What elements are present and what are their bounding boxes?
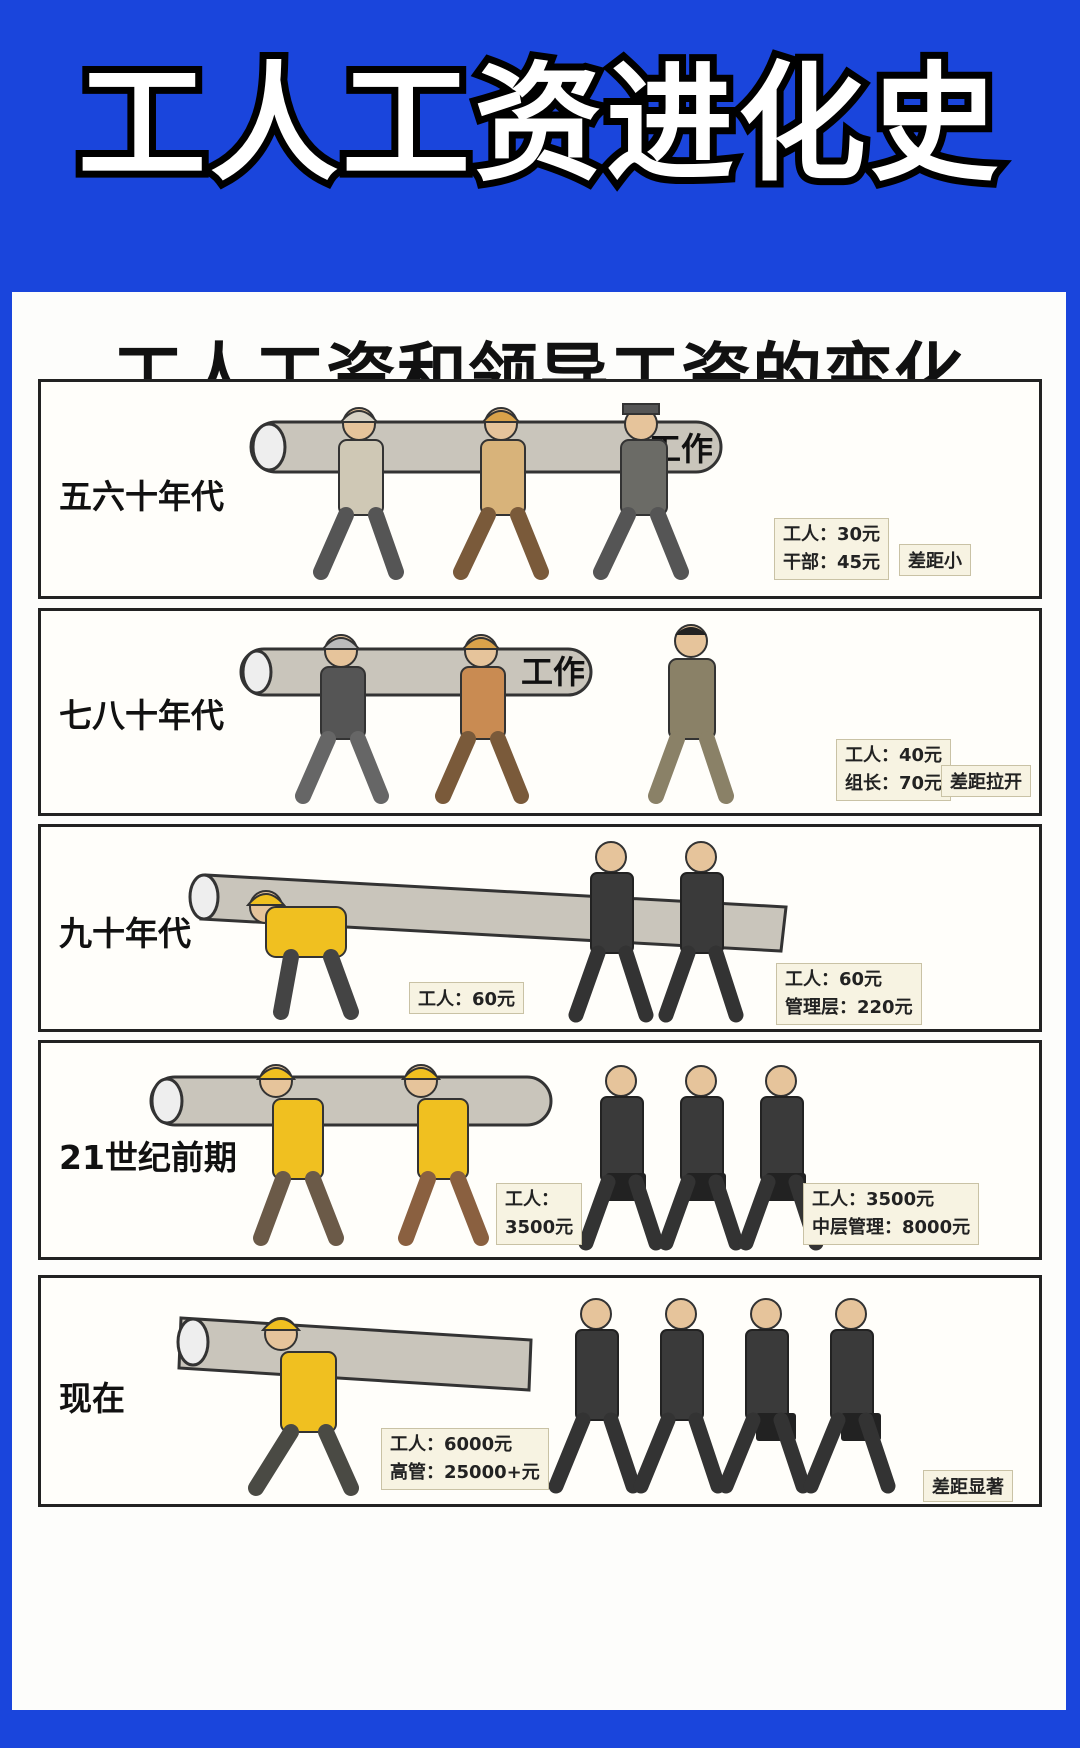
gap-tag: 差距拉开 [941,765,1031,797]
worker-wage: 工人：3500元 [812,1189,935,1210]
worker-wage-label: 工人：60元 [409,982,525,1014]
worker-wage: 工人：60元 [785,969,883,990]
panel-present: 现在 工人：6000元 高管：25000+元 差距显著 [38,1275,1042,1507]
worker-figure [313,407,404,580]
pipe-label: 工作 [521,653,585,691]
panel-1970s-80s: 工作 七八十年代 工人：40元 组长：70元 [38,608,1042,816]
wage-info: 工人：6000元 高管：25000+元 [381,1428,549,1490]
era-label: 九十年代 [59,914,191,953]
era-label: 现在 [59,1379,125,1418]
worker-wage-label: 工人： 3500元 [496,1183,583,1245]
executive-figure [803,1298,896,1494]
gap-tag: 差距小 [899,544,971,576]
worker-wage-amount: 3500元 [505,1217,574,1238]
executive-figure [548,1298,641,1494]
panel-3-illustration [188,841,788,1023]
worker-wage: 工人：40元 [845,745,943,766]
panel-1950s-60s: 工作 五六十年代 工人：30元 干 [38,379,1042,599]
panel-2-illustration: 工作 [239,624,734,804]
team-leader-figure [648,624,734,804]
worker-figure [253,1064,344,1246]
leader-wage: 高管：25000+元 [390,1462,540,1483]
wage-info: 工人：60元 管理层：220元 [776,963,922,1025]
comic-sheet: 工人工资和领导工资的变化 工作 [12,292,1066,1710]
title-banner: 工人工资进化史 [0,0,1080,292]
panel-1990s: 九十年代 工人：60元 工人：60元 管理层：220元 [38,824,1042,1032]
leader-wage: 组长：70元 [845,773,943,794]
manager-figure [578,1065,664,1251]
worker-wage: 工人：6000元 [390,1434,513,1455]
executive-figure [718,1298,811,1494]
era-label: 五六十年代 [59,477,224,516]
era-label: 21世纪前期 [59,1138,237,1177]
manager-figure [658,841,744,1023]
leader-wage: 干部：45元 [783,552,881,573]
worker-figure [435,634,529,804]
worker-figure [453,407,549,580]
worker-wage: 工人：30元 [783,524,881,545]
cadre-figure [593,403,689,580]
leader-wage: 中层管理：8000元 [812,1217,971,1238]
worker-figure [398,1064,489,1246]
leader-wage: 管理层：220元 [785,997,913,1018]
wage-info: 工人：40元 组长：70元 [836,739,952,801]
executive-figure [633,1298,726,1494]
panel-5-illustration [176,1298,896,1496]
worker-figure [295,634,389,804]
gap-tag: 差距显著 [923,1470,1013,1502]
manager-figure [568,841,654,1023]
wage-info: 工人：30元 干部：45元 [774,518,890,580]
banner-title: 工人工资进化史 [71,43,1005,206]
panel-early-21st-century: 21世纪前期 工人： 3500元 工人：3500元 中层管理：8000元 [38,1040,1042,1260]
worker-figure [245,890,359,1020]
worker-wage-title: 工人： [505,1189,559,1210]
panel-1-illustration: 工作 [249,403,723,580]
worker-figure [248,1317,359,1496]
wage-info: 工人：3500元 中层管理：8000元 [803,1183,980,1245]
manager-figure [658,1065,744,1251]
era-label: 七八十年代 [59,696,224,735]
